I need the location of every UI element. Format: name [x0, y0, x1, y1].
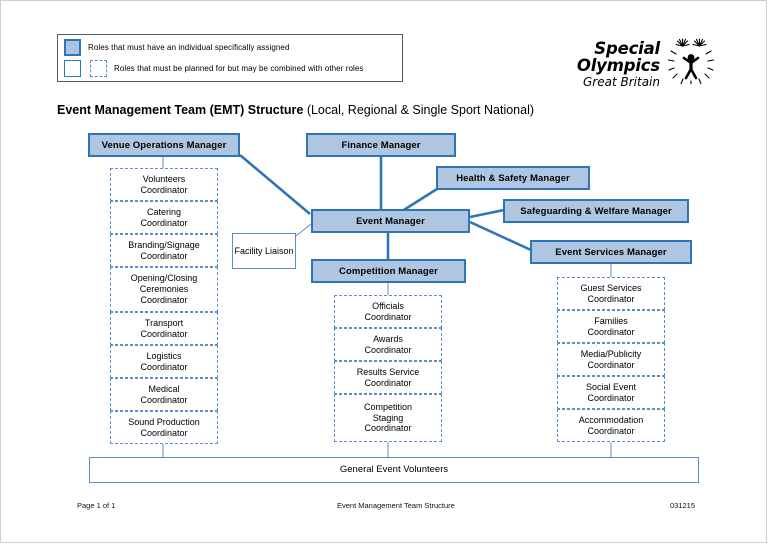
node-volunteers-coordinator[interactable]: Volunteers Coordinator	[110, 168, 218, 201]
logo-wordmark: Special Olympics Great Britain	[520, 40, 660, 89]
node-finance-manager[interactable]: Finance Manager	[306, 133, 456, 157]
footer-document-code: 031215	[670, 501, 696, 510]
node-safeguarding-welfare-manager[interactable]: Safeguarding & Welfare Manager	[503, 199, 689, 223]
node-media-publicity-coordinator[interactable]: Media/Publicity Coordinator	[557, 343, 665, 376]
node-sound-production-coordinator[interactable]: Sound Production Coordinator	[110, 411, 218, 444]
node-awards-coordinator[interactable]: Awards Coordinator	[334, 328, 442, 361]
special-olympics-logo: Special Olympics Great Britain	[520, 36, 716, 88]
node-results-service-coordinator[interactable]: Results Service Coordinator	[334, 361, 442, 394]
legend-item-combinable: Roles that must be planned for but may b…	[64, 60, 364, 77]
node-facility-liaison[interactable]: Facility Liaison	[232, 233, 296, 269]
node-medical-coordinator[interactable]: Medical Coordinator	[110, 378, 218, 411]
node-venue-operations-manager[interactable]: Venue Operations Manager	[88, 133, 240, 157]
legend-swatch-white-square	[64, 60, 81, 77]
legend-box: Roles that must have an individual speci…	[57, 34, 403, 82]
logo-line-great-britain: Great Britain	[583, 74, 660, 89]
legend-label-combinable: Roles that must be planned for but may b…	[114, 64, 364, 73]
page-title-subtitle: (Local, Regional & Single Sport National…	[303, 103, 535, 117]
legend-label-assigned: Roles that must have an individual speci…	[88, 43, 290, 52]
node-logistics-coordinator[interactable]: Logistics Coordinator	[110, 345, 218, 378]
node-competition-manager[interactable]: Competition Manager	[311, 259, 466, 283]
node-opening-closing-ceremonies-coordinator[interactable]: Opening/Closing Ceremonies Coordinator	[110, 267, 218, 312]
node-event-manager[interactable]: Event Manager	[311, 209, 470, 233]
node-general-event-volunteers[interactable]: General Event Volunteers	[89, 457, 699, 483]
node-competition-staging-coordinator[interactable]: Competition Staging Coordinator	[334, 394, 442, 442]
node-event-services-manager[interactable]: Event Services Manager	[530, 240, 692, 264]
logo-line-special-olympics: Special Olympics	[576, 39, 660, 76]
legend-item-assigned: Roles that must have an individual speci…	[64, 39, 289, 56]
node-health-safety-manager[interactable]: Health & Safety Manager	[436, 166, 590, 190]
legend-swatch-dashed-square	[90, 60, 107, 77]
legend-swatch-solid-blue-square	[64, 39, 81, 56]
footer-page-number: Page 1 of 1	[77, 501, 116, 510]
node-transport-coordinator[interactable]: Transport Coordinator	[110, 312, 218, 345]
special-olympics-starburst-figure-icon	[667, 38, 715, 84]
page-title: Event Management Team (EMT) Structure (L…	[57, 103, 534, 117]
node-branding-signage-coordinator[interactable]: Branding/Signage Coordinator	[110, 234, 218, 267]
node-accommodation-coordinator[interactable]: Accommodation Coordinator	[557, 409, 665, 442]
footer-document-name: Event Management Team Structure	[337, 501, 455, 510]
node-catering-coordinator[interactable]: Catering Coordinator	[110, 201, 218, 234]
node-officials-coordinator[interactable]: Officials Coordinator	[334, 295, 442, 328]
node-families-coordinator[interactable]: Families Coordinator	[557, 310, 665, 343]
node-social-event-coordinator[interactable]: Social Event Coordinator	[557, 376, 665, 409]
page-title-main: Event Management Team (EMT) Structure	[57, 103, 304, 117]
node-guest-services-coordinator[interactable]: Guest Services Coordinator	[557, 277, 665, 310]
